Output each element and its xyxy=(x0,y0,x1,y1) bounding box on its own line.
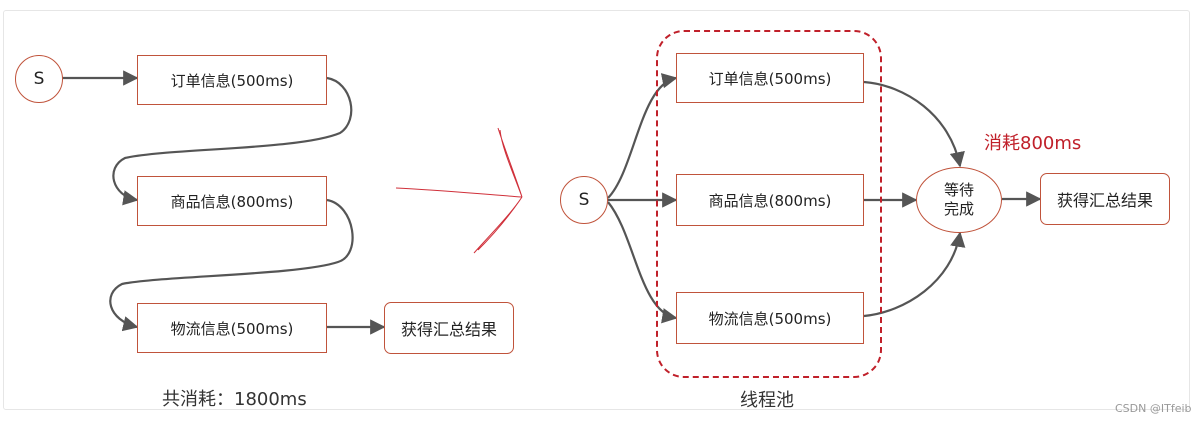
left-result-box: 获得汇总结果 xyxy=(384,302,514,354)
csdn-watermark: CSDN @ITfeib xyxy=(1115,402,1192,415)
left-order-info-box: 订单信息(500ms) xyxy=(137,55,327,105)
right-product-info-label: 商品信息(800ms) xyxy=(708,191,832,210)
left-product-info-label: 商品信息(800ms) xyxy=(170,192,294,211)
arrow-start-to-order-right xyxy=(607,73,678,199)
wait-completion-node: 等待 完成 xyxy=(916,167,1002,233)
elapsed-time-note: 消耗800ms xyxy=(984,133,1082,154)
right-result-box: 获得汇总结果 xyxy=(1040,173,1170,225)
left-total-time-caption: 共消耗：1800ms xyxy=(162,389,307,410)
hand-drawn-arrow-head-lower xyxy=(473,196,523,254)
thread-pool-border xyxy=(656,30,882,378)
right-start-node: S xyxy=(560,176,608,224)
right-order-info-box: 订单信息(500ms) xyxy=(676,53,864,103)
left-order-info-label: 订单信息(500ms) xyxy=(170,71,294,90)
hand-drawn-arrow-head-upper xyxy=(497,127,523,198)
arrow-order-to-product xyxy=(112,76,353,206)
wait-line-1: 等待 xyxy=(943,181,974,199)
arrow-logistics-to-wait xyxy=(863,231,966,318)
arrow-product-to-logistics xyxy=(109,198,354,332)
right-logistics-info-label: 物流信息(500ms) xyxy=(708,309,832,328)
hand-drawn-arrow-shaft xyxy=(395,187,523,198)
arrow-order-to-wait xyxy=(863,80,965,168)
right-order-info-label: 订单信息(500ms) xyxy=(708,69,832,88)
left-logistics-info-label: 物流信息(500ms) xyxy=(170,319,294,338)
right-product-info-box: 商品信息(800ms) xyxy=(676,174,864,226)
wait-line-2: 完成 xyxy=(943,200,974,218)
left-result-label: 获得汇总结果 xyxy=(400,320,497,339)
right-result-label: 获得汇总结果 xyxy=(1056,191,1153,210)
right-start-label: S xyxy=(578,190,590,210)
left-logistics-info-box: 物流信息(500ms) xyxy=(137,303,327,353)
right-logistics-info-box: 物流信息(500ms) xyxy=(676,292,864,344)
arrow-start-to-logistics-right xyxy=(607,201,678,324)
left-product-info-box: 商品信息(800ms) xyxy=(137,176,327,226)
left-start-label: S xyxy=(33,69,45,89)
left-start-node: S xyxy=(15,55,63,103)
thread-pool-caption: 线程池 xyxy=(740,390,794,411)
